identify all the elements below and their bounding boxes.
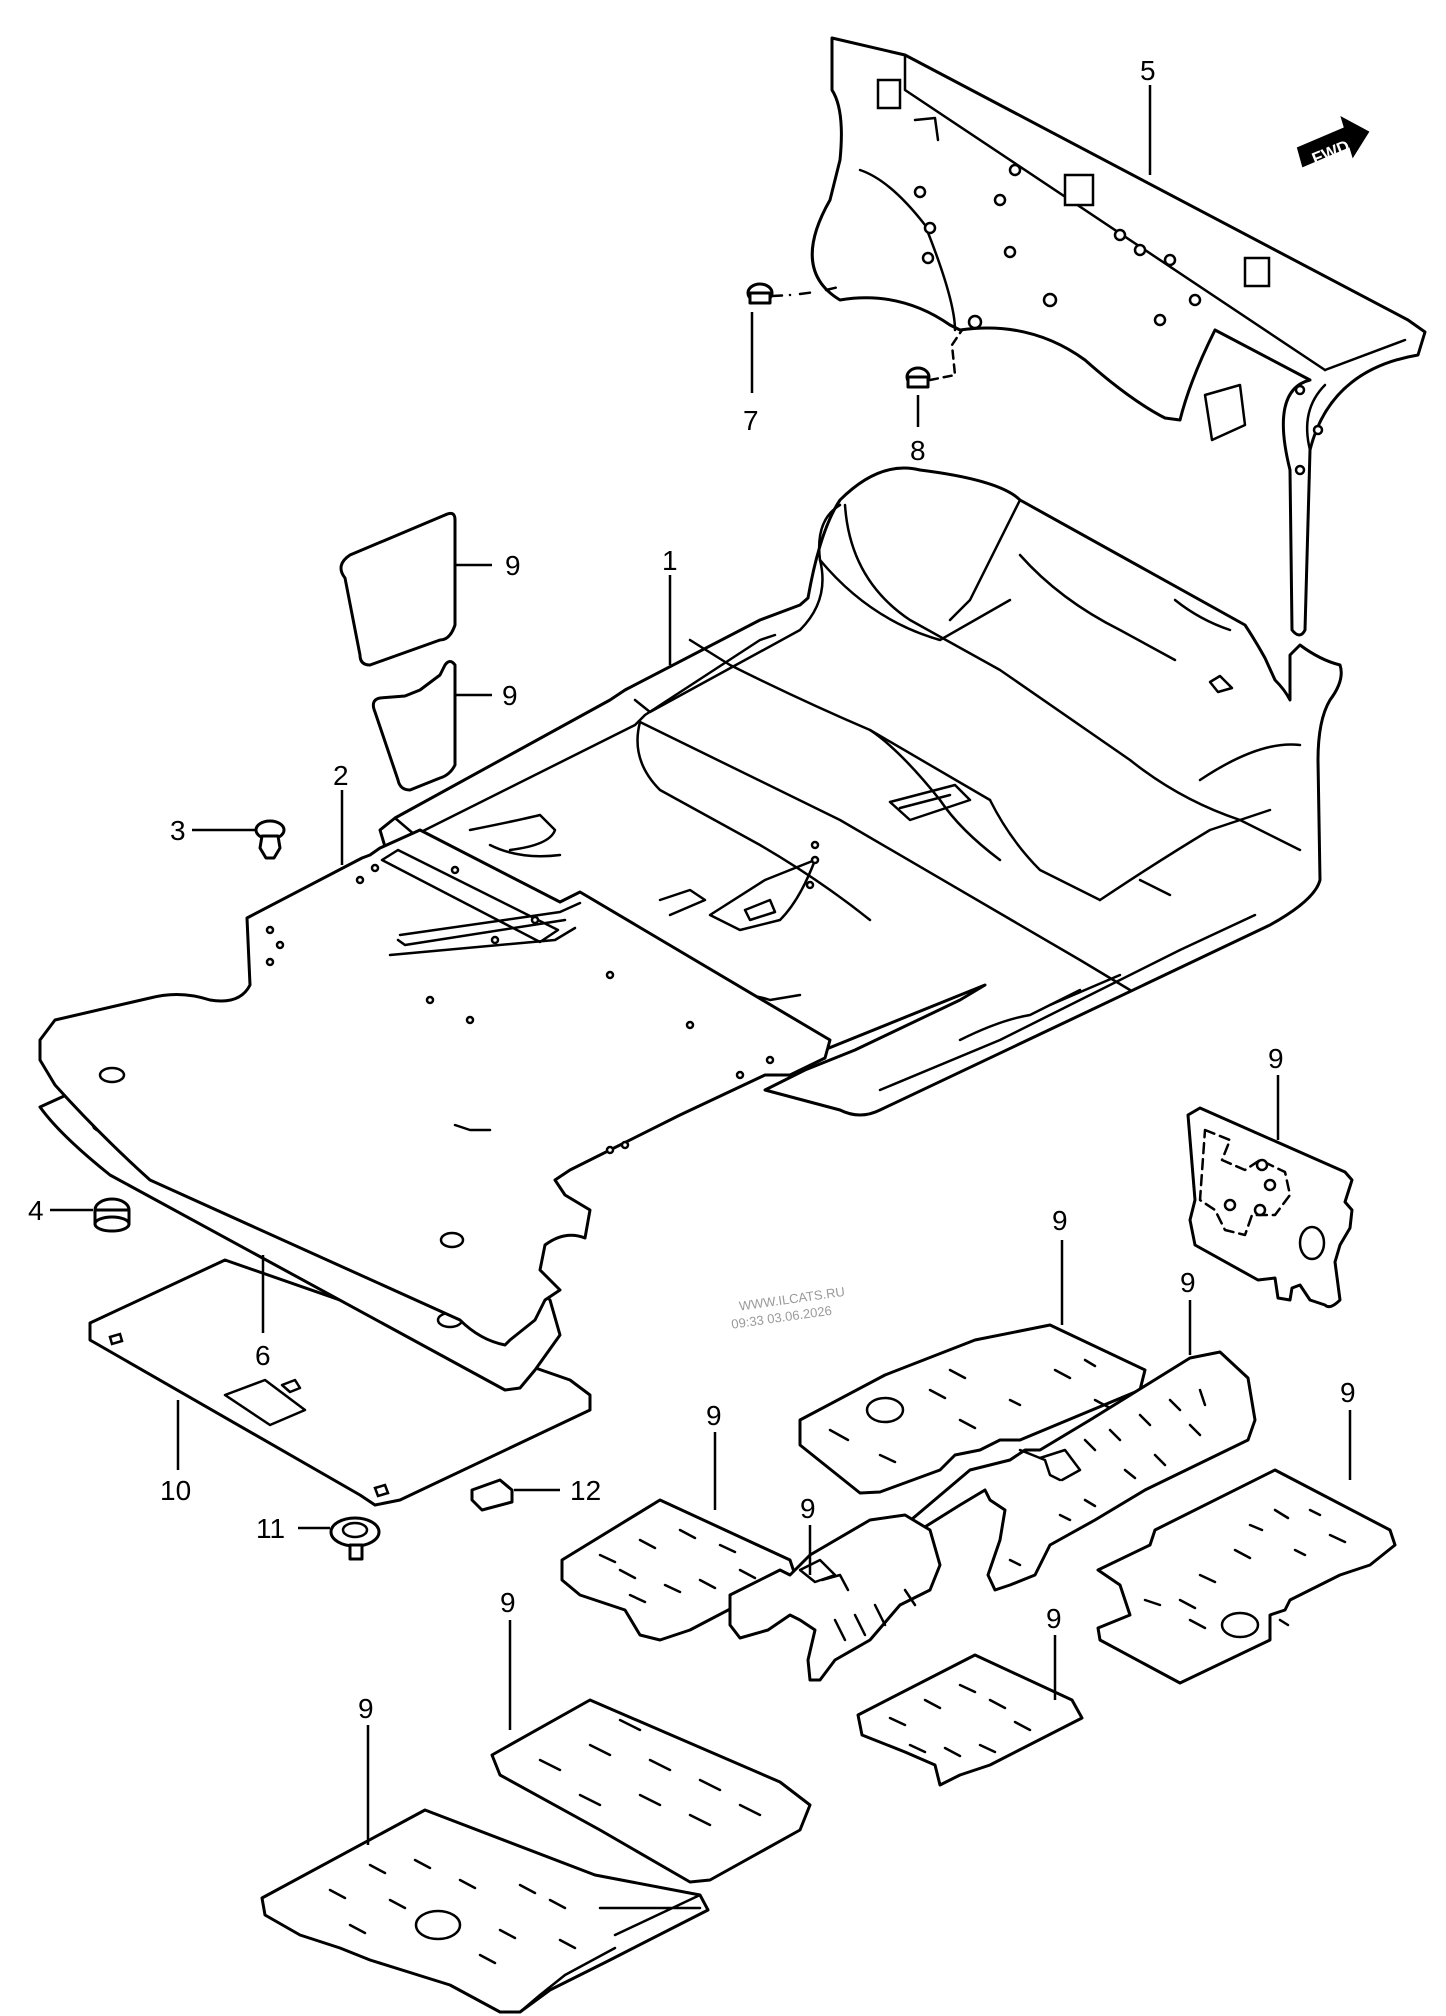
grommet-part-4[interactable] <box>93 1197 131 1233</box>
forward-arrow-icon: FWD <box>1296 115 1370 169</box>
callout-9-i: 9 <box>1046 1603 1062 1634</box>
callout-11: 11 <box>256 1513 285 1544</box>
callout-9-d: 9 <box>1052 1205 1068 1236</box>
callout-6: 6 <box>255 1340 271 1371</box>
callout-10: 10 <box>160 1475 191 1506</box>
callout-9-g: 9 <box>706 1400 722 1431</box>
clip-part-8[interactable] <box>905 328 964 389</box>
fastener-part-11[interactable] <box>329 1516 381 1561</box>
silencer-pad-part-9-b[interactable] <box>371 660 457 792</box>
callout-9-e: 9 <box>1180 1267 1196 1298</box>
pad-part-12[interactable] <box>470 1478 514 1512</box>
callout-7: 7 <box>743 405 759 436</box>
callout-8: 8 <box>910 435 926 466</box>
callout-12: 12 <box>570 1475 601 1506</box>
floor-mat-part-2[interactable] <box>38 828 832 1347</box>
push-clip-part-3[interactable] <box>254 819 286 860</box>
callout-4: 4 <box>28 1195 44 1226</box>
silencer-pad-part-9-e[interactable] <box>903 1350 1257 1592</box>
callout-9-a: 9 <box>505 550 521 581</box>
silencer-pad-part-9-d[interactable] <box>798 1323 1147 1495</box>
watermark: WWW.ILCATS.RU 09:33 03.06.2026 <box>730 1284 845 1332</box>
callout-9-k: 9 <box>358 1693 374 1724</box>
silencer-pad-part-9-f[interactable] <box>1096 1468 1397 1685</box>
silencer-pad-part-9-c[interactable] <box>1186 1106 1354 1309</box>
callout-5: 5 <box>1140 55 1156 86</box>
silencer-pad-part-9-j[interactable] <box>490 1698 812 1884</box>
silencer-pad-part-9-a[interactable] <box>339 511 457 667</box>
callout-9-h: 9 <box>800 1493 816 1524</box>
callout-labels: 1 2 3 4 5 6 7 8 9 9 9 9 9 9 9 9 9 9 9 10… <box>28 55 1356 1724</box>
leader-lines <box>50 85 1352 1845</box>
callout-9-c: 9 <box>1268 1043 1284 1074</box>
callout-2: 2 <box>333 760 349 791</box>
callout-1: 1 <box>662 545 678 576</box>
callout-9-f: 9 <box>1340 1377 1356 1408</box>
dash-insulator-part-5[interactable] <box>810 36 1427 637</box>
callout-9-j: 9 <box>500 1587 516 1618</box>
callout-3: 3 <box>170 815 186 846</box>
silencer-pad-part-9-h[interactable] <box>728 1513 942 1682</box>
clip-part-7[interactable] <box>746 282 845 305</box>
silencer-pad-part-9-i[interactable] <box>856 1653 1084 1787</box>
callout-9-b: 9 <box>502 680 518 711</box>
silencer-pad-part-9-k[interactable] <box>260 1808 710 2014</box>
